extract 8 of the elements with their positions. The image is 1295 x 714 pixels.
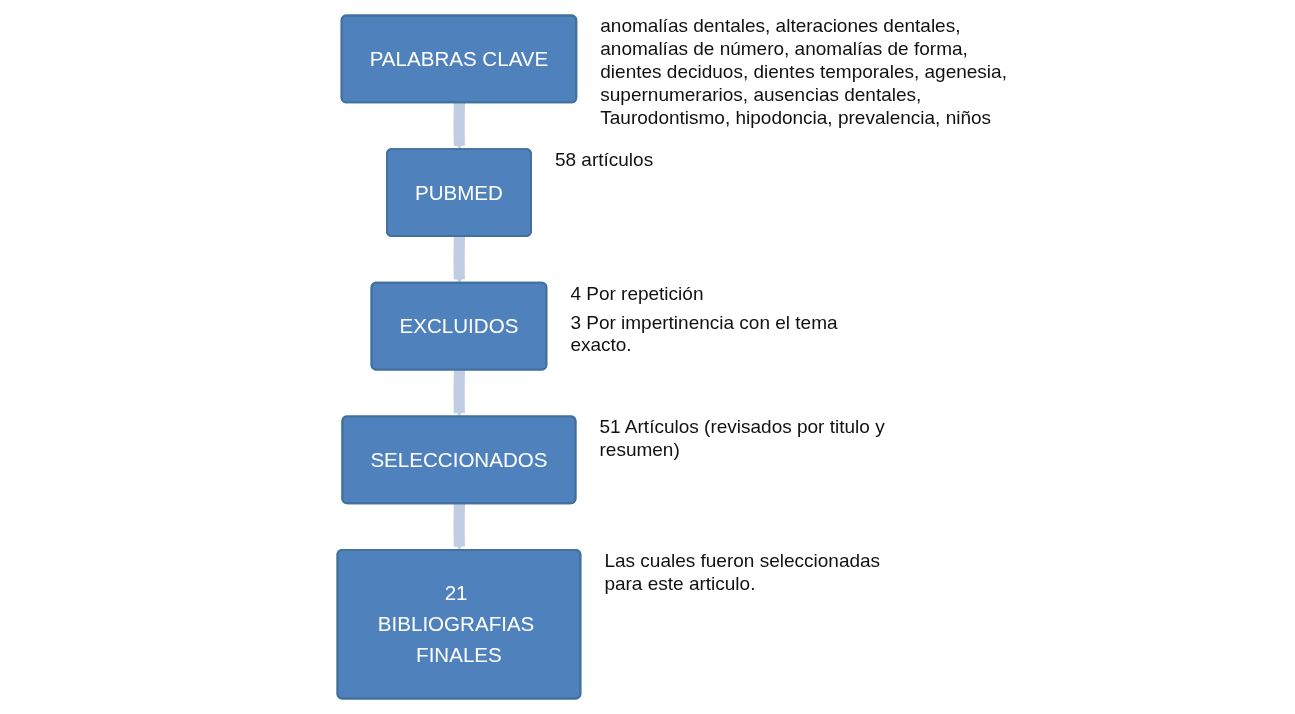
- annotation-text: anomalías dentales, alteraciones dentales, anomalías de número, anomalías de forma, dientes deciduos, dientes temporales, agenesia, supernumerarios, ausencias dentales, Taurodontismo, hipodoncia, prevalencia, niños: [600, 15, 1008, 130]
- annotation-text: 51 Artículos (revisados por titulo y resumen): [599, 416, 886, 462]
- annotation-text: 4 Por repetición: [570, 282, 705, 306]
- arrow: [453, 368, 465, 418]
- annotation-text: 58 artículos: [554, 149, 655, 172]
- annotation-text: 3 Por impertinencia con el tema exacto.: [570, 311, 839, 358]
- arrow: [453, 101, 465, 150]
- annotation-text: Las cuales fueron seleccionadas para este articulo.: [604, 549, 882, 596]
